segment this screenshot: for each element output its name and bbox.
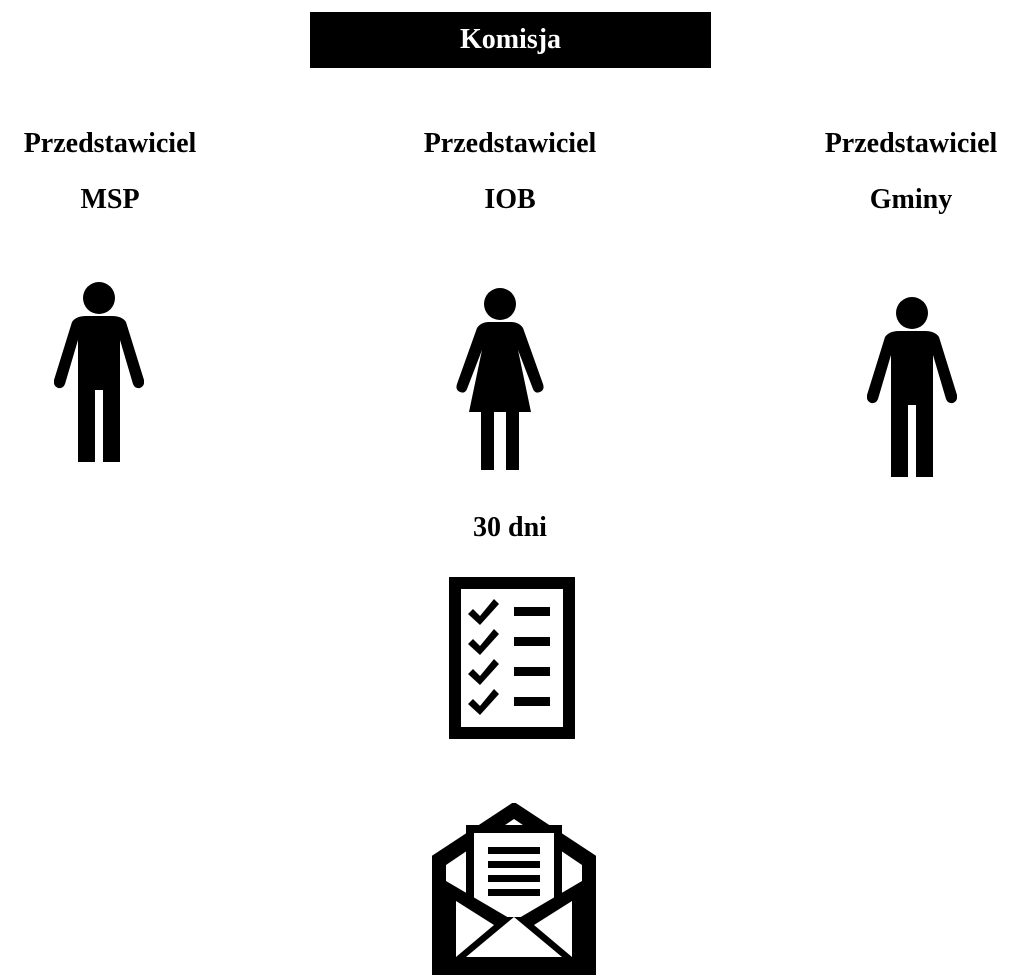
open-envelope-letter-icon bbox=[432, 803, 596, 975]
member-msp: Przedstawiciel MSP bbox=[0, 128, 230, 216]
member-iob: Przedstawiciel IOB bbox=[390, 128, 630, 216]
member-role: Przedstawiciel bbox=[23, 128, 197, 159]
member-org: Gminy bbox=[869, 184, 953, 215]
member-role: Przedstawiciel bbox=[824, 128, 998, 159]
member-gminy: Przedstawiciel Gminy bbox=[791, 128, 1013, 216]
member-role: Przedstawiciel bbox=[423, 128, 597, 159]
commission-title-text: Komisja bbox=[459, 24, 562, 55]
man-icon bbox=[54, 282, 144, 462]
commission-title: Komisja bbox=[310, 12, 711, 68]
man-icon bbox=[867, 297, 957, 477]
member-org: IOB bbox=[484, 184, 536, 215]
review-duration: 30 dni bbox=[473, 512, 547, 543]
checklist-icon bbox=[449, 577, 575, 739]
woman-icon bbox=[456, 288, 544, 470]
member-org: MSP bbox=[80, 184, 140, 215]
